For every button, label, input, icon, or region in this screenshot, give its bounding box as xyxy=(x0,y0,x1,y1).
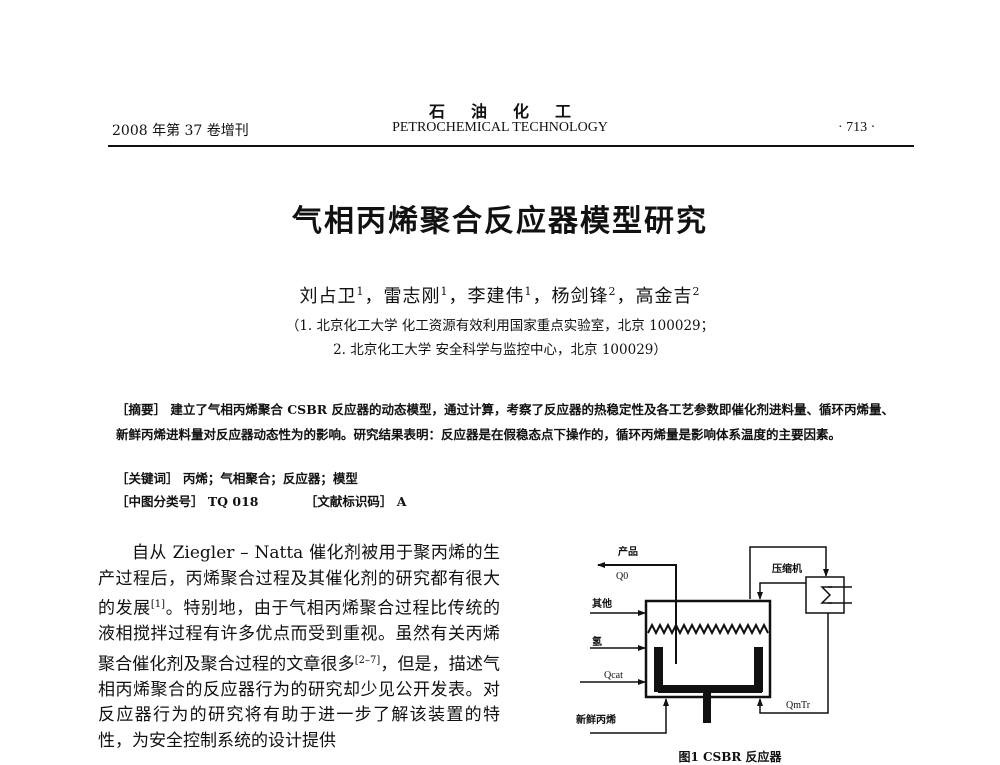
label-other: 其他 xyxy=(592,597,612,610)
author: 雷志刚 xyxy=(383,286,441,307)
abstract-text: 建立了气相丙烯聚合 CSBR 反应器的动态模型，通过计算，考察了反应器的热稳定性… xyxy=(116,402,895,442)
reactor-diagram: 产品 Q0 其他 氢 Qcat 新鲜丙烯 压缩机 QmTr xyxy=(576,545,852,734)
author: 高金吉 xyxy=(635,286,693,307)
recycle-gas-out-line xyxy=(749,546,829,599)
keywords-text: 丙烯；气相聚合；反应器；模型 xyxy=(182,471,358,486)
author-affiliation-mark: 1 xyxy=(440,285,449,298)
body-paragraph: 自从 Ziegler – Natta 催化剂被用于聚丙烯的生产过程后，丙烯聚合过… xyxy=(98,541,500,754)
agitator-left-arm xyxy=(654,647,663,692)
author-affiliation-mark: 2 xyxy=(608,285,617,298)
abstract: ［摘要］ 建立了气相丙烯聚合 CSBR 反应器的动态模型，通过计算，考察了反应器… xyxy=(116,397,896,447)
author: 杨剑锋 xyxy=(551,286,609,307)
label-hydrogen: 氢 xyxy=(592,635,602,648)
citation[interactable]: [2–7] xyxy=(354,654,381,666)
author-affiliation-mark: 1 xyxy=(356,285,365,298)
label-product: 产品 xyxy=(618,545,638,558)
author-affiliation-mark: 2 xyxy=(692,285,701,298)
recycle-gas-return-line xyxy=(757,582,806,600)
heat-exchanger-icon xyxy=(820,586,832,604)
author-affiliation-mark: 1 xyxy=(524,285,533,298)
body-text-column: 自从 Ziegler – Natta 催化剂被用于聚丙烯的生产过程后，丙烯聚合过… xyxy=(98,541,500,754)
article-title: 气相丙烯聚合反应器模型研究 xyxy=(292,204,708,239)
citation[interactable]: [1] xyxy=(150,599,166,610)
classification: ［中图分类号］ TQ 018 ［文献标识码］ A xyxy=(116,491,406,510)
doc-code-value: A xyxy=(396,494,407,509)
figure-caption: 图1 CSBR 反应器 xyxy=(678,750,782,764)
author-list: 刘占卫1，雷志刚1，李建伟1，杨剑锋2，高金吉2 xyxy=(299,285,701,307)
page-number: · 713 · xyxy=(838,120,876,135)
affiliation-1: （1. 北京化工大学 化工资源有效利用国家重点实验室，北京 100029； xyxy=(285,318,715,334)
product-outlet-line xyxy=(597,562,677,664)
agitator-right-arm xyxy=(754,647,763,692)
bed-surface-zigzag xyxy=(647,622,769,636)
doc-code-label: ［文献标识码］ xyxy=(304,494,393,509)
clc-value: TQ 018 xyxy=(207,494,259,509)
body-text: 。特别地，由于气相丙烯聚合过程比传统的液相搅拌过程有许多优点而受到重视。虽然有关… xyxy=(98,598,501,675)
journal-name-cn: 石油化工 xyxy=(428,102,597,121)
affiliation-2: 2. 北京化工大学 安全科学与监控中心，北京 100029） xyxy=(333,342,667,358)
agitator-base xyxy=(658,685,762,693)
label-fresh-propylene: 新鲜丙烯 xyxy=(576,713,616,726)
journal-name-en: PETROCHEMICAL TECHNOLOGY xyxy=(392,120,608,135)
recycle-liquid-line xyxy=(757,613,829,714)
author: 刘占卫 xyxy=(299,286,357,307)
figure-csbr-reactor: 产品 Q0 其他 氢 Qcat 新鲜丙烯 压缩机 QmTr 图1 CSBR 反应… xyxy=(560,535,900,764)
abstract-label: ［摘要］ xyxy=(116,402,167,417)
fresh-propylene-line xyxy=(590,698,669,734)
compressor-box xyxy=(805,576,845,614)
body-text: ，但是，描述气相丙烯聚合的反应器行为的研究却少见公开发表。对反应器行为的研究将有… xyxy=(98,654,501,751)
clc-label: ［中图分类号］ xyxy=(116,494,204,509)
label-qmtr: QmTr xyxy=(786,700,811,711)
label-q0: Q0 xyxy=(616,571,628,582)
reactor-vessel xyxy=(644,599,772,699)
label-qcat: Qcat xyxy=(604,670,623,681)
agitator-shaft xyxy=(703,693,711,723)
header-rule xyxy=(108,145,914,147)
body-text: 自从 Ziegler – Natta 催化剂被用于聚丙烯的生产过程后，丙烯聚合过… xyxy=(98,543,500,619)
keywords: ［关键词］ 丙烯；气相聚合；反应器；模型 xyxy=(116,468,358,487)
keywords-label: ［关键词］ xyxy=(116,471,179,486)
label-compressor: 压缩机 xyxy=(772,562,802,575)
author: 李建伟 xyxy=(467,286,525,307)
issue-info: 2008 年第 37 卷增刊 xyxy=(112,123,249,139)
